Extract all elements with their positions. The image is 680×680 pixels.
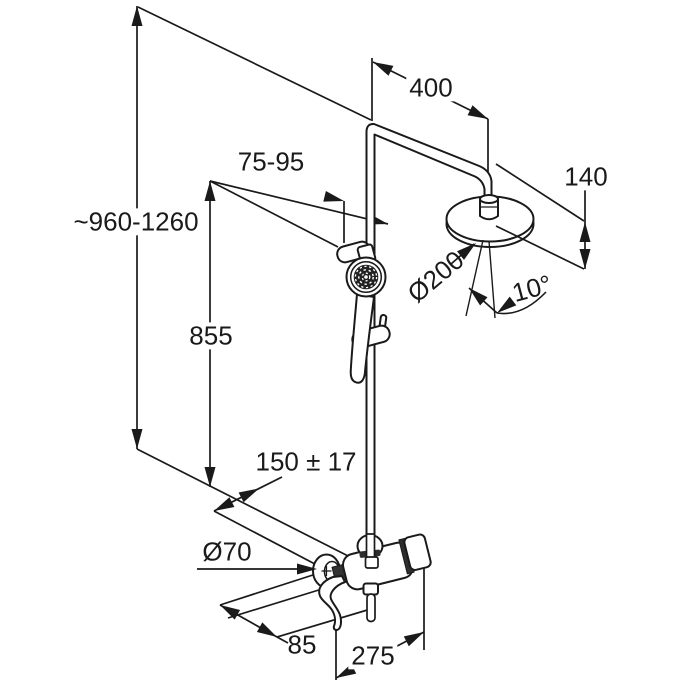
dim-label-head-drop: 140 (561, 163, 611, 191)
ext-line-head-bottom (495, 225, 585, 270)
angle-arc (496, 291, 547, 315)
arrow-icon (131, 6, 143, 26)
dim-label-overall-height: ~960-1260 (70, 208, 202, 236)
arrow-icon (204, 181, 216, 201)
arrow-icon (220, 605, 241, 620)
arrow-icon (579, 222, 591, 242)
ext-line-lever-3 (276, 607, 375, 638)
escutcheon-center-mark (321, 566, 332, 576)
ext-line-top (137, 6, 372, 121)
ext-line-lever-1 (227, 588, 323, 619)
arrow-icon (323, 191, 344, 202)
arrow-icon (579, 249, 591, 269)
ext-line-connection (213, 510, 333, 574)
arrow-icon (403, 632, 424, 647)
ext-line-head-top (495, 163, 585, 222)
dim-label-lever-projection: 85 (287, 629, 317, 660)
arrow-icon (214, 497, 235, 511)
arrow-icon (204, 467, 216, 487)
arrow-icon (297, 563, 317, 575)
dim-label-connection-spacing: 150 ± 17 (252, 448, 360, 476)
dim-line-holder-offset (209, 180, 389, 225)
shower-fixture (312, 122, 535, 631)
arrow-icon (497, 296, 517, 313)
dim-label-arm-reach: 400 (406, 74, 456, 102)
hand-shower-nozzles (354, 265, 378, 289)
hose-outlet-collar (362, 582, 379, 596)
riser-pipe-and-arm (365, 122, 493, 558)
arrow-icon (469, 288, 488, 306)
shower-head-connector (479, 198, 499, 221)
arrow-icon (256, 622, 277, 637)
hand-shower-handle (349, 293, 375, 384)
mixer-lever-handle (318, 575, 346, 631)
spray-line-right (488, 240, 496, 319)
leader-lever (276, 636, 289, 644)
ext-line-lever-2 (219, 573, 317, 606)
dim-label-escutcheon-diameter: Ø70 (202, 536, 252, 567)
hose-outlet-pipe (366, 593, 376, 623)
ext-line-bottom-left (136, 448, 359, 562)
riser-pipe-segment (365, 533, 376, 560)
dim-label-body-width: 275 (348, 642, 398, 670)
arrow-icon (238, 488, 259, 503)
arrow-icon (373, 62, 394, 76)
arrow-icon (457, 243, 476, 260)
dim-label-rail-length: 855 (186, 322, 236, 350)
riser-nut (364, 556, 379, 569)
dim-label-holder-offset: 75-95 (234, 148, 308, 176)
hand-shower-center-dot (364, 275, 368, 279)
spray-line-left (465, 239, 484, 317)
shower-head-connector-top (479, 194, 499, 204)
ext-line-holder (209, 180, 339, 248)
mixer-end-cap (403, 533, 432, 571)
arrow-icon (131, 429, 143, 449)
front-arrowheads (297, 243, 517, 575)
dimension-arrowheads (131, 6, 591, 678)
arrow-icon (467, 105, 488, 119)
